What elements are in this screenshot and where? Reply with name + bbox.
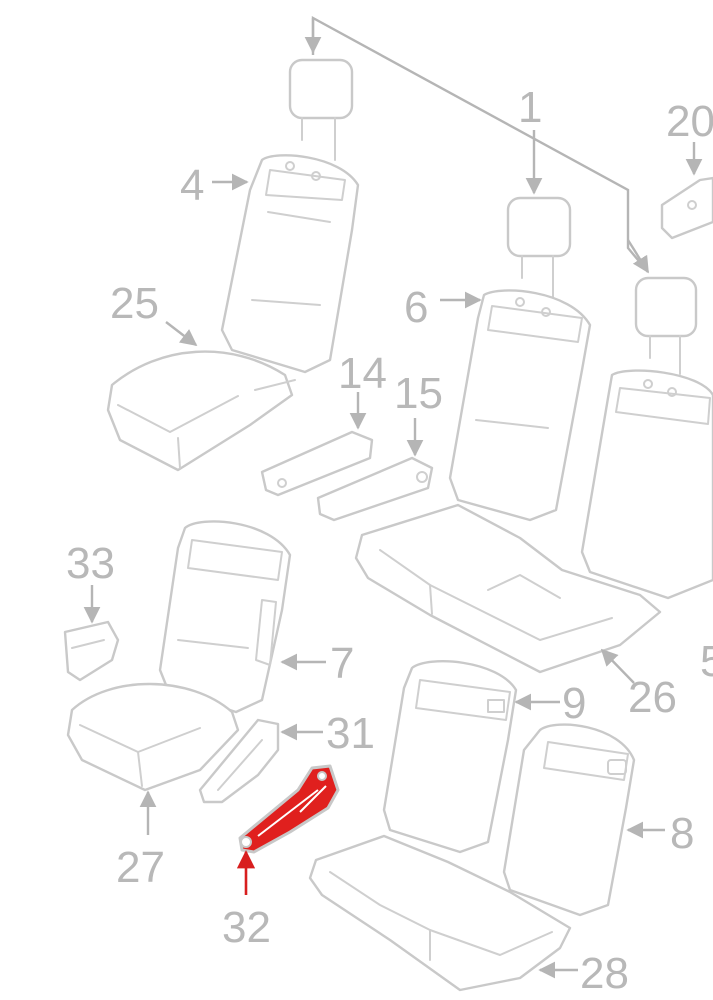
trim-part-31	[198, 718, 280, 804]
seat-back-part-8	[502, 723, 636, 917]
seat-back-part-5	[580, 369, 713, 600]
callout-32: 32	[222, 903, 271, 952]
seat-cushion-part-25	[106, 350, 296, 472]
callout-33: 33	[66, 539, 115, 588]
headrest-upper-left	[288, 58, 354, 161]
callout-27: 27	[116, 843, 165, 892]
trim-part-14	[260, 430, 374, 497]
seat-back-part-7	[158, 520, 292, 714]
bracket-part-33	[63, 620, 120, 682]
callout-labels: 1 4 6 7 8 9 14 15 20 25 26 27 28 31 32 3…	[66, 83, 713, 998]
callout-5: 5	[700, 637, 713, 686]
headrest-middle	[506, 196, 572, 299]
callout-26: 26	[628, 673, 677, 722]
callout-6: 6	[404, 283, 428, 332]
headrest-right	[634, 276, 698, 375]
callout-leaders	[83, 142, 703, 979]
headrest-leader-lines	[304, 15, 650, 274]
callout-7: 7	[330, 639, 354, 688]
bench-cushion-part-26	[354, 503, 662, 674]
part-20-bracket	[660, 176, 713, 240]
callout-9: 9	[562, 679, 586, 728]
callout-15: 15	[394, 369, 443, 418]
seat-back-part-9	[382, 660, 518, 854]
callout-20: 20	[666, 97, 713, 146]
trim-part-15	[316, 456, 434, 522]
callout-14: 14	[338, 349, 387, 398]
seat-back-part-6	[448, 289, 592, 522]
seat-cushion-part-27	[66, 682, 240, 792]
callout-4: 4	[180, 161, 204, 210]
highlighted-part-32	[238, 764, 340, 854]
callout-8: 8	[670, 809, 694, 858]
callout-25: 25	[110, 279, 159, 328]
callout-28: 28	[580, 949, 629, 998]
callout-31: 31	[326, 709, 375, 758]
callout-1: 1	[518, 83, 542, 132]
seat-back-part-4	[220, 154, 360, 374]
